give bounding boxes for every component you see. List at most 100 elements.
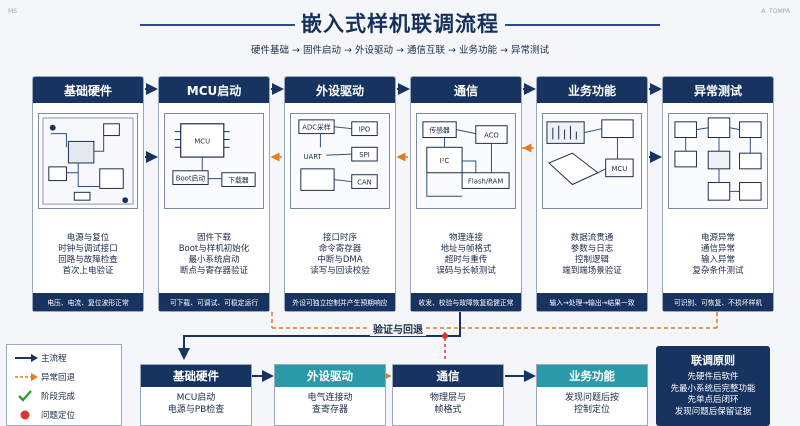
- mcu-diagram: MCU Boot启动 下载器: [164, 113, 264, 209]
- page-subtitle: 硬件基础 → 固件启动 → 外设驱动 → 通信互联 → 业务功能 → 异常测试: [251, 45, 549, 56]
- stage-card-hardware[interactable]: 基础硬件 电源与复位 时钟与调试接口 回路与故障检查 首次上电验证 电压、电流、…: [32, 76, 144, 312]
- diagram-label-adc: ADC采样: [302, 123, 331, 132]
- diagram-label-can: CAN: [357, 179, 372, 187]
- peripheral-diagram: ADC采样 IPO UART SPI CAN: [290, 113, 390, 209]
- stage-item: 超时与重传: [444, 255, 488, 265]
- stage-card-business-function[interactable]: 业务功能 MCU 数据流贯通 参数与日志 控制逻辑 端到端场景验证 输入→处理→…: [536, 76, 648, 312]
- stage-card-peripheral-driver[interactable]: 外设驱动 ADC采样 IPO UART SPI CAN 接口时序 命令寄存器 中…: [284, 76, 396, 312]
- diagram-label-spi: SPI: [359, 151, 370, 159]
- communication-diagram: 传感器 ACO I²C Flash/RAM: [416, 113, 516, 209]
- stage-title: 业务功能: [537, 77, 647, 103]
- legend-label: 主流程: [41, 354, 67, 364]
- diagram-label-aco: ACO: [484, 132, 499, 140]
- exception-test-diagram: [668, 113, 768, 209]
- bottom-stage-title: 通信: [393, 365, 503, 387]
- stage-criteria: 外设可独立控制并产生预期响应: [285, 293, 395, 311]
- bottom-stage-items: 物理层与 帧格式: [393, 387, 503, 416]
- exception-return-arrow-icon: [15, 373, 38, 381]
- business-flow-diagram: MCU: [542, 113, 642, 209]
- diagram-label-ipo: IPO: [359, 126, 371, 134]
- bottom-stage-communication[interactable]: 通信 物理层与 帧格式: [392, 364, 504, 426]
- circuit-board-icon: [38, 113, 138, 209]
- principle-item: 先单点后闭环: [687, 395, 739, 405]
- stage-card-communication[interactable]: 通信 传感器 ACO I²C Flash/RAM 物理连接 地址与帧格式 超时与…: [410, 76, 522, 312]
- stage-item: 控制逻辑: [574, 255, 609, 265]
- legend-label: 阶段完成: [41, 392, 76, 402]
- bottom-stage-item: 帧格式: [434, 405, 462, 415]
- principle-item: 先最小系统后完整功能: [670, 383, 756, 394]
- stage-item: 读写与回读校验: [310, 266, 370, 276]
- stage-criteria: 可下载、可调试、可稳定运行: [159, 293, 269, 311]
- bottom-stage-items: 发现问题后按 控制定位: [537, 387, 647, 416]
- stage-checklist: 接口时序 命令寄存器 中断与DMA 读写与回读校验: [285, 233, 395, 277]
- stage-item: 命令寄存器: [318, 244, 362, 254]
- stage-item: 中断与DMA: [317, 255, 363, 265]
- stage-item: 误码与长帧测试: [436, 266, 496, 276]
- diagram-label-download: 下载器: [228, 176, 249, 185]
- stage-title: MCU启动: [159, 77, 269, 103]
- bottom-stage-item: 电源与PB检查: [167, 405, 225, 415]
- stage-item: 首次上电验证: [62, 266, 114, 276]
- stage-item: 时钟与调试接口: [58, 244, 118, 254]
- principle-panel: 联调原则 先硬件后软件 先最小系统后完整功能 先单点后闭环 发现问题后保留证据: [656, 346, 770, 426]
- page-title: 嵌入式样机联调流程: [301, 12, 499, 36]
- principle-title: 联调原则: [691, 354, 735, 367]
- stage-criteria: 输入→处理→输出→结果一致: [537, 293, 647, 311]
- title-rule-right: [505, 24, 660, 26]
- legend-item-main-flow: 主流程: [13, 351, 67, 365]
- stage-title: 异常测试: [663, 77, 773, 103]
- stage-title: 外设驱动: [285, 77, 395, 103]
- stage-title: 基础硬件: [33, 77, 143, 103]
- stage-item: 数据流贯通: [570, 233, 614, 243]
- bottom-stage-item: 电气连接动: [307, 393, 353, 403]
- stage-item: 固件下载: [196, 233, 231, 243]
- diagram-label-i2c: I²C: [440, 157, 450, 165]
- bottom-stage-hardware[interactable]: 基础硬件 MCU启动 电源与PB检查: [140, 364, 252, 426]
- bottom-stage-title: 业务功能: [537, 365, 647, 387]
- stage-title: 通信: [411, 77, 521, 103]
- stage-criteria: 可识别、可恢复、不损坏样机: [663, 293, 773, 311]
- diagram-label-sensor: 传感器: [429, 126, 450, 135]
- bottom-stage-title: 外设驱动: [275, 365, 385, 387]
- principle-item: 先硬件后软件: [687, 372, 739, 382]
- stage-checklist: 电源异常 通信异常 输入异常 复杂条件测试: [663, 233, 773, 277]
- stage-item: 回路与故障检查: [58, 255, 118, 265]
- legend-item-issue-locate: 问题定位: [13, 408, 75, 422]
- stage-item: Boot与样机初始化: [178, 244, 250, 254]
- corner-mark-right: A. TOMPA: [761, 8, 790, 15]
- stage-item: 通信异常: [700, 244, 735, 254]
- bottom-stage-items: MCU启动 电源与PB检查: [141, 387, 251, 416]
- stage-item: 电源异常: [700, 233, 735, 243]
- stage-item: 断点与寄存器验证: [179, 266, 248, 276]
- verify-rollback-label: 验证与回退: [370, 321, 426, 336]
- bottom-stage-title: 基础硬件: [141, 365, 251, 387]
- stage-criteria: 收发、校验与故障恢复稳健正常: [411, 293, 521, 311]
- stage-checklist: 数据流贯通 参数与日志 控制逻辑 端到端场景验证: [537, 233, 647, 277]
- stage-item: 参数与日志: [570, 244, 614, 254]
- bottom-stage-peripheral[interactable]: 外设驱动 电气连接动 查寄存器: [274, 364, 386, 426]
- stage-criteria: 电压、电流、复位波形正常: [33, 293, 143, 311]
- stage-card-exception-test[interactable]: 异常测试 电源异常 通信异常 输入异常 复杂条件测试 可识别、可恢复、不损坏样机: [662, 76, 774, 312]
- bottom-stage-item: 控制定位: [573, 405, 610, 415]
- check-icon: [18, 390, 32, 402]
- stage-item: 电源与复位: [66, 233, 110, 243]
- legend-item-exception: 异常回退: [13, 370, 75, 384]
- diagram-label-mcu: MCU: [612, 165, 628, 173]
- bottom-stage-business[interactable]: 业务功能 发现问题后按 控制定位: [536, 364, 648, 426]
- title-rule-left: [140, 24, 295, 26]
- stage-item: 最小系统启动: [188, 255, 240, 265]
- bottom-stage-item: 物理层与: [429, 393, 466, 403]
- stage-item: 端到端场景验证: [562, 266, 622, 276]
- principle-item: 发现问题后保留证据: [674, 406, 752, 417]
- bottom-stage-items: 电气连接动 查寄存器: [275, 387, 385, 416]
- stage-item: 物理连接: [448, 233, 483, 243]
- diagram-label-mcu: MCU: [194, 137, 210, 145]
- red-dot-icon: [20, 410, 30, 420]
- stage-checklist: 电源与复位 时钟与调试接口 回路与故障检查 首次上电验证: [33, 233, 143, 277]
- stage-item: 输入异常: [700, 255, 735, 265]
- legend-item-stage-done: 阶段完成: [13, 389, 75, 403]
- stage-card-mcu-boot[interactable]: MCU启动 MCU Boot启动 下载器 固件下载 Boot与样机初始化 最小系…: [158, 76, 270, 312]
- stage-checklist: 固件下载 Boot与样机初始化 最小系统启动 断点与寄存器验证: [159, 233, 269, 277]
- legend-label: 问题定位: [41, 411, 76, 421]
- bottom-stage-item: MCU启动: [176, 393, 216, 403]
